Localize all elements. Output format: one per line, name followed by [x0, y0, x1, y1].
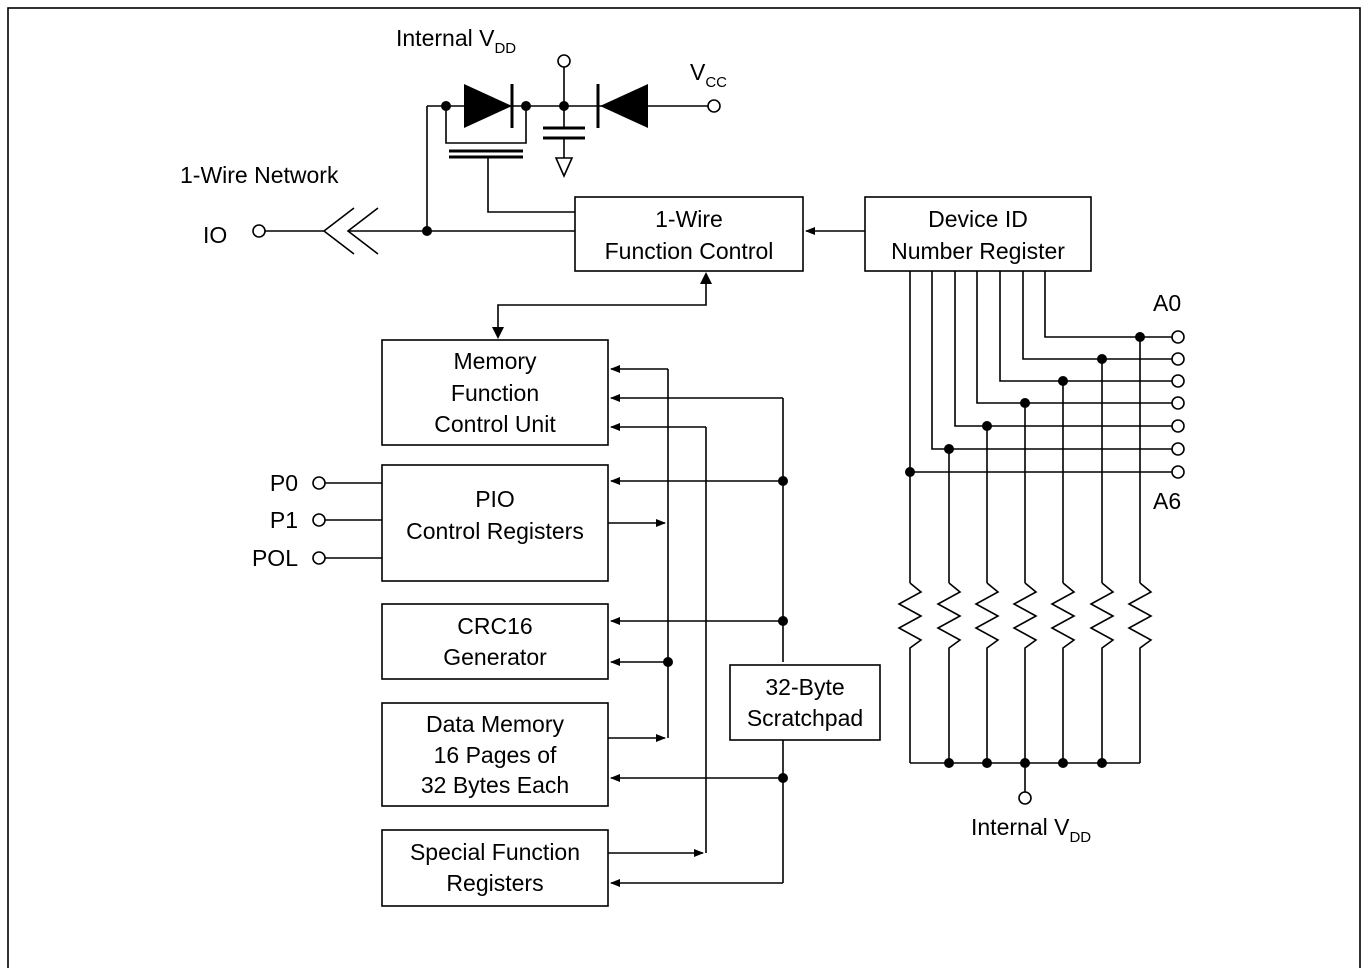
internal-vdd-top-label: Internal VDD	[396, 25, 516, 57]
address-section: A0 A6	[897, 271, 1185, 846]
pol-pin	[312, 551, 326, 565]
diode-1-icon	[464, 84, 512, 128]
device-id-block: Device ID Number Register	[864, 196, 1092, 272]
svg-text:32-Byte: 32-Byte	[765, 674, 844, 700]
svg-text:PIO: PIO	[475, 486, 515, 512]
internal-vdd-pin	[557, 54, 571, 68]
function-control-block: 1-Wire Function Control	[574, 196, 804, 272]
pol-label: POL	[252, 545, 298, 571]
svg-text:Control Registers: Control Registers	[406, 518, 584, 544]
memory-function-block: Memory Function Control Unit	[381, 339, 609, 446]
bus-wiring	[608, 365, 788, 887]
svg-text:Special Function: Special Function	[410, 839, 580, 865]
svg-text:Function Control: Function Control	[605, 238, 774, 264]
p1-pin	[312, 513, 326, 527]
svg-text:Control Unit: Control Unit	[434, 411, 556, 437]
scratchpad-block: 32-Byte Scratchpad	[729, 664, 881, 741]
svg-text:Data Memory: Data Memory	[426, 711, 565, 737]
io-pin	[252, 224, 266, 238]
io-section: 1-Wire Network IO	[180, 162, 575, 255]
svg-text:Function: Function	[451, 380, 539, 406]
svg-text:Registers: Registers	[446, 870, 543, 896]
svg-text:16 Pages of: 16 Pages of	[434, 742, 557, 768]
internal-vdd-bottom-pin	[1018, 791, 1032, 805]
network-label: 1-Wire Network	[180, 162, 339, 188]
resistor-icon	[897, 582, 1153, 763]
vcc-label: VCC	[690, 59, 727, 91]
diode-2-icon	[600, 84, 648, 128]
io-label: IO	[203, 222, 227, 248]
diagram-frame	[7, 7, 1361, 968]
svg-text:Device ID: Device ID	[928, 206, 1028, 232]
a6-label: A6	[1153, 488, 1181, 514]
svg-text:CRC16: CRC16	[457, 613, 532, 639]
connector-icon	[322, 207, 355, 255]
internal-vdd-bottom-label: Internal VDD	[971, 814, 1091, 846]
svg-text:Scratchpad: Scratchpad	[747, 705, 863, 731]
p1-label: P1	[270, 507, 298, 533]
a0-label: A0	[1153, 290, 1181, 316]
p0-pin	[312, 476, 326, 490]
pio-pins: P0 P1 POL	[252, 470, 382, 571]
pio-block: PIO Control Registers	[381, 464, 609, 582]
svg-text:32 Bytes Each: 32 Bytes Each	[421, 772, 569, 798]
svg-text:1-Wire: 1-Wire	[655, 206, 723, 232]
svg-text:Generator: Generator	[443, 644, 547, 670]
ground-icon	[554, 157, 574, 178]
svg-text:Memory: Memory	[453, 348, 537, 374]
data-memory-block: Data Memory 16 Pages of 32 Bytes Each	[381, 702, 609, 807]
special-function-block: Special Function Registers	[381, 829, 609, 907]
p0-label: P0	[270, 470, 298, 496]
vcc-pin	[707, 99, 721, 113]
crc16-block: CRC16 Generator	[381, 603, 609, 680]
svg-text:Number Register: Number Register	[891, 238, 1065, 264]
